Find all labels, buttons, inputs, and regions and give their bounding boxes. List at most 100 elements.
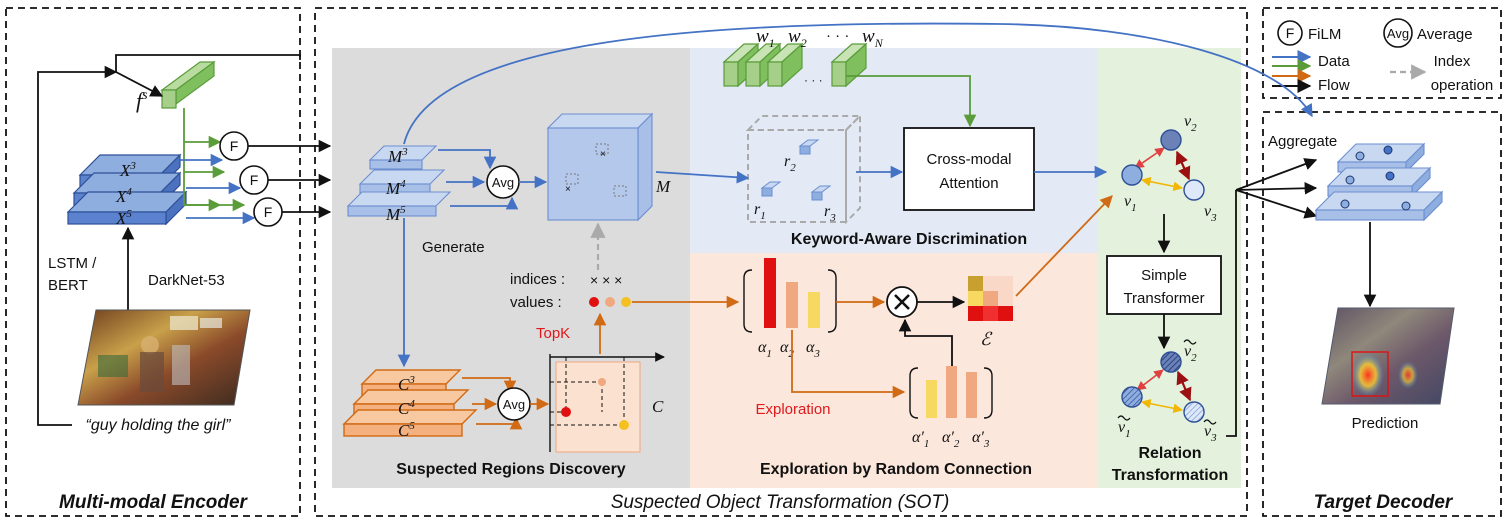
erc-title: Exploration by Random Connection [760, 461, 1032, 478]
generate-label: Generate [422, 239, 485, 256]
r3-label: r3 [824, 203, 836, 224]
alpha3p-label: α′3 [972, 429, 990, 450]
m-label: M [655, 177, 671, 196]
caption-text: “guy holding the girl” [86, 417, 232, 434]
decoder-title: Target Decoder [1314, 492, 1454, 513]
visual-feature-stack [66, 153, 188, 226]
r2-label: r2 [784, 153, 796, 174]
alpha3-label: α3 [806, 339, 820, 360]
m4-label: M4 [385, 178, 406, 198]
exploration-label: Exploration [755, 401, 830, 418]
rt-title-2: Transformation [1112, 467, 1228, 484]
darknet-label: DarkNet-53 [148, 272, 225, 289]
node-tv1 [1121, 386, 1143, 408]
exploration-arrow [791, 330, 906, 399]
m-to-regions-arrow [655, 170, 750, 184]
c3-label: C3 [398, 374, 415, 394]
alpha2p-bar [946, 366, 957, 418]
decoder: Aggregate Prediction [1235, 133, 1455, 432]
rt-title-1: Relation [1138, 445, 1201, 462]
legend: F FiLM Avg Average Data Flow Index opera… [1272, 18, 1494, 94]
c-feature-stack [342, 369, 478, 437]
index-legend-label-1: Index [1434, 53, 1471, 70]
c5-label: C5 [398, 420, 415, 440]
sot-title: Suspected Object Transformation (SOT) [611, 492, 950, 513]
kad: w1 w2 · · · wN · · · r2 r1 r3 Cross-moda… [403, 22, 1313, 248]
alpha1-bar [764, 258, 776, 328]
feature-ellipsis: · · · [804, 73, 823, 87]
w2-label: w2 [788, 26, 807, 50]
cma-label-1: Cross-modal [926, 151, 1011, 168]
encoder-title: Multi-modal Encoder [59, 492, 249, 513]
relation-transformation: v2 v1 v3 Simple Transformer v2 v1 [1106, 113, 1237, 484]
flow-legend-label: Flow [1318, 77, 1350, 94]
caption-loop-arrow [37, 65, 118, 426]
lstm-label-2: BERT [48, 277, 88, 294]
legend-section [1262, 7, 1502, 99]
m-feature-stack [346, 145, 452, 217]
value-dot-1 [589, 297, 599, 307]
avg-legend-icon [1383, 18, 1413, 48]
svg-text:F: F [264, 204, 273, 220]
film-legend-icon [1277, 20, 1303, 46]
epsilon-matrix [968, 276, 1013, 321]
cross-modal-attention-box [903, 127, 1035, 211]
data-legend-label: Data [1318, 53, 1350, 70]
epsilon-label: ℰ [980, 329, 993, 349]
v3-label: v3 [1204, 203, 1217, 224]
node-v2 [1160, 129, 1182, 151]
node-tv2 [1160, 351, 1182, 373]
film-legend-label: FiLM [1308, 26, 1341, 43]
lstm-to-fs-arrow [115, 71, 164, 97]
avg-legend-symbol: Avg [1387, 26, 1409, 41]
alpha3p-bar [966, 372, 977, 418]
v2-label: v2 [1184, 113, 1197, 134]
alpha3-bar [808, 292, 820, 328]
simple-transformer-box [1106, 255, 1222, 315]
svg-text:Avg: Avg [503, 397, 525, 412]
values-label: values : [510, 294, 562, 311]
srd: M3 M4 M5 Avg × × M Generate indices : × … [342, 112, 671, 478]
c-map [549, 352, 665, 453]
m-cube: × × [546, 112, 654, 222]
encoder: fs X3 X4 X5 F F [37, 54, 332, 434]
value-dot-3 [621, 297, 631, 307]
bypass-data-arc [403, 22, 1313, 145]
alpha-prime-to-multiply-arrow [898, 318, 953, 366]
svg-text:F: F [230, 138, 239, 154]
words-ellipsis: · · · [826, 27, 849, 44]
erc: α1 α2 α3 Exploration α′1 α′2 α′3 [632, 195, 1113, 478]
svg-text:×: × [565, 184, 571, 195]
x5-label: X5 [115, 208, 132, 228]
decoder-section [1262, 111, 1502, 517]
svg-text:F: F [250, 172, 259, 188]
srd-title: Suspected Regions Discovery [396, 461, 626, 478]
wn-label: wN [862, 26, 884, 50]
alpha1p-label: α′1 [912, 429, 929, 450]
decoder-feature-stack [1314, 142, 1444, 222]
m5-label: M5 [385, 204, 406, 224]
alpha2p-label: α′2 [942, 429, 960, 450]
svg-text:×: × [600, 149, 606, 160]
c-label: C [652, 397, 664, 416]
epsilon-to-graph-arrow [1015, 195, 1113, 297]
index-legend-label-2: operation [1431, 77, 1494, 94]
lstm-label-1: LSTM / [48, 255, 97, 272]
topk-label: TopK [536, 325, 570, 342]
v1-label: v1 [1124, 193, 1137, 214]
svg-text:Avg: Avg [492, 175, 514, 190]
m3-label: M3 [387, 146, 408, 166]
x4-label: X4 [115, 186, 132, 206]
prediction-label: Prediction [1352, 415, 1419, 432]
alpha2-bar [786, 282, 798, 328]
word-features [722, 42, 868, 88]
alpha1p-bar [926, 380, 937, 418]
node-v3 [1183, 179, 1205, 201]
kad-title: Keyword-Aware Discrimination [791, 231, 1027, 248]
r1-label: r1 [754, 201, 766, 222]
erc-panel [690, 253, 1098, 488]
node-v1 [1121, 164, 1143, 186]
w1-label: w1 [756, 26, 775, 50]
indices-marks: × × × [590, 272, 622, 288]
